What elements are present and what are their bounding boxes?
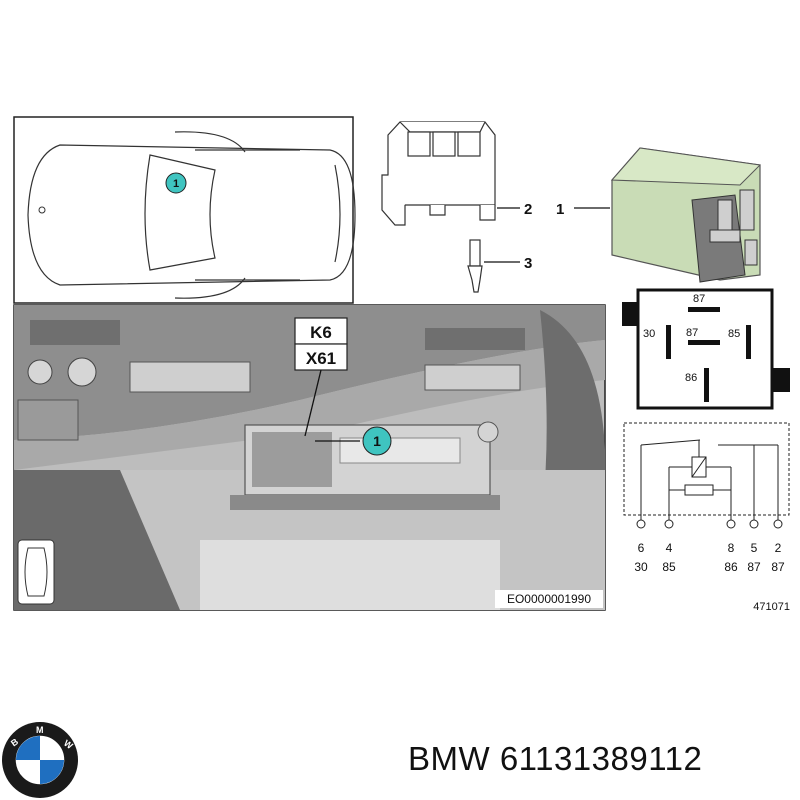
- relay-blade-b: [739, 189, 755, 231]
- pinout-right-tab: [772, 368, 790, 392]
- glovebox-handle-left: [129, 361, 251, 393]
- module-label-area: [339, 437, 461, 464]
- callout-1-car-marker: [165, 172, 187, 194]
- radio-unit: [17, 399, 79, 441]
- diagram-code: 471071: [753, 601, 790, 613]
- schematic-pin-number: 5: [751, 541, 758, 555]
- relay-blade-a: [717, 199, 733, 231]
- pin-85-slot: [746, 325, 751, 359]
- mini-car-icon: [24, 547, 48, 597]
- center-console: [14, 470, 180, 610]
- pin-86-slot: [704, 368, 709, 402]
- connector-label-x61: X61: [306, 349, 336, 368]
- module-bracket: [230, 495, 500, 510]
- connector-label-k6-box: [294, 317, 348, 345]
- image-code: EO0000001990: [507, 592, 591, 606]
- caption-part-number: 61131389112: [499, 740, 703, 777]
- schematic-pin-number: 2: [775, 541, 782, 555]
- pin-30-slot: [666, 325, 671, 359]
- side-vent: [425, 328, 525, 350]
- pin-85-label: 85: [728, 328, 740, 340]
- schematic-terminal-1: [636, 519, 646, 529]
- schematic-pin-terminal: 87: [747, 560, 761, 574]
- schematic-boundary: [623, 422, 790, 516]
- resistor-symbol: [684, 484, 714, 496]
- glovebox-handle-right: [424, 364, 521, 391]
- relay-blade-d: [744, 239, 758, 266]
- control-knob-2: [27, 359, 53, 385]
- pin-87-center-slot: [688, 340, 720, 345]
- schematic-pin-terminal: 87: [771, 560, 785, 574]
- relay-schematic: [623, 422, 790, 529]
- pin-87-top-label: 87: [693, 293, 705, 305]
- relay-pinout: 87 30 87 85 86: [622, 288, 790, 410]
- caption-brand: BMW: [408, 740, 491, 777]
- pin-30-label: 30: [643, 328, 655, 340]
- schematic-pin-number: 4: [666, 541, 673, 555]
- relay-component: [610, 147, 762, 283]
- schematic-pin-number: 8: [728, 541, 735, 555]
- pin-87-center-label: 87: [686, 327, 698, 339]
- module-connector-block: [252, 432, 332, 487]
- pin-86-label: 86: [685, 372, 697, 384]
- image-code-box: [495, 590, 603, 608]
- k6-leader-line: [304, 369, 322, 437]
- mount-screw: [477, 421, 499, 443]
- part-number-caption: BMW 61131389112: [408, 740, 702, 778]
- schematic-pin-terminal: 85: [662, 560, 676, 574]
- pinout-left-tab: [622, 302, 638, 326]
- schematic-pin-terminal: 30: [634, 560, 648, 574]
- callout-3-label: 3: [524, 255, 532, 272]
- schematic-pin-terminal: 86: [724, 560, 738, 574]
- callout-1-dash-marker: [362, 426, 392, 456]
- control-knob: [67, 357, 97, 387]
- floor-panel: [200, 540, 500, 610]
- callout-2-label: 2: [524, 201, 532, 218]
- svg-text:B: B: [9, 736, 20, 748]
- relay-blade-c: [709, 229, 741, 243]
- mini-car-frame: [17, 539, 55, 605]
- bmw-logo: B M W: [2, 722, 78, 798]
- connector-label-k6: K6: [310, 323, 332, 342]
- schematic-terminal-3: [726, 519, 736, 529]
- schematic-pin-labels: 6 30 4 85 8 86 5 87 2 87: [634, 541, 785, 574]
- pin-87-top-slot: [688, 307, 720, 312]
- callout-1-relay-label: 1: [556, 201, 564, 218]
- car-outline: [27, 131, 356, 299]
- fuel-cap-icon: [38, 206, 46, 214]
- terminal-pin: [467, 239, 483, 293]
- schematic-pin-number: 6: [638, 541, 645, 555]
- callout-1-dash-label: 1: [373, 433, 381, 449]
- schematic-terminal-4: [749, 519, 759, 529]
- dashboard-photo-panel: K6 X61 1 EO0000001990: [13, 304, 606, 611]
- connector-label-x61-box: [294, 343, 348, 371]
- schematic-terminal-5: [773, 519, 783, 529]
- svg-text:M: M: [36, 725, 44, 735]
- car-top-view-panel: 1: [13, 116, 356, 304]
- center-vent: [30, 320, 120, 345]
- schematic-terminal-2: [664, 519, 674, 529]
- callout-1-car-label: 1: [173, 178, 179, 190]
- relay-socket: [381, 121, 496, 226]
